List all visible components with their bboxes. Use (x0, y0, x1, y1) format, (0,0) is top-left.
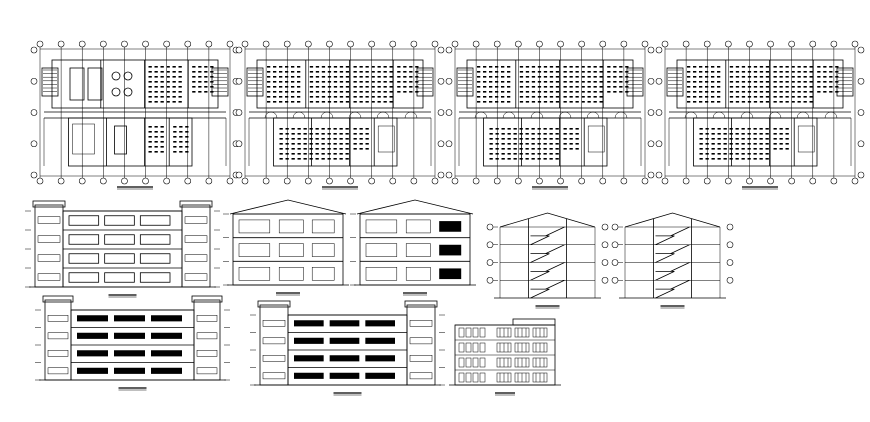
long-elevation-2 (35, 295, 230, 391)
floor-plan-third (655, 40, 865, 190)
side-elevation-2 (350, 199, 476, 296)
long-elevation-1 (25, 200, 220, 298)
building-section-1 (486, 212, 609, 309)
floor-plan-second (445, 40, 655, 190)
side-elevation-1 (223, 199, 349, 296)
side-elevation-3 (449, 318, 561, 396)
floor-plan-ground (30, 40, 240, 190)
building-section-2 (611, 212, 734, 309)
floor-plan-first (235, 40, 445, 190)
long-elevation-3 (250, 300, 445, 396)
